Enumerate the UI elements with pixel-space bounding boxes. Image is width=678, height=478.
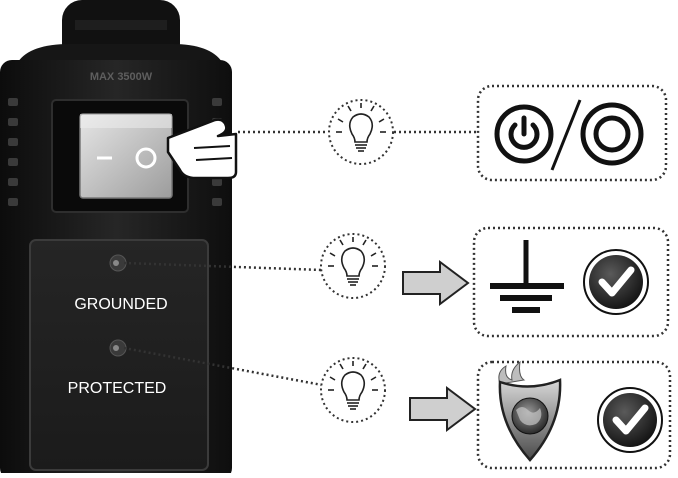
switch-off-mark [135, 147, 157, 169]
arrow-right-icon [409, 386, 477, 432]
light-bulb-icon [328, 99, 394, 165]
power-standby-icon [494, 104, 554, 164]
check-mark-icon [597, 387, 663, 453]
rocker-switch[interactable] [79, 113, 173, 199]
grounded-label: GROUNDED [74, 296, 167, 313]
pointing-hand-icon [166, 118, 238, 180]
shield-globe-icon [498, 360, 562, 462]
ground-symbol-icon [490, 240, 564, 313]
connector-protected [123, 346, 323, 387]
surge-protector-device [0, 0, 232, 478]
light-bulb-icon [320, 357, 386, 423]
rating-label: MAX 3500W [90, 71, 153, 83]
slash-divider [550, 99, 582, 171]
power-off-icon [580, 102, 644, 166]
check-mark-icon [583, 249, 649, 315]
light-bulb-icon [320, 233, 386, 299]
connector-grounded [123, 261, 323, 272]
connector-lines [123, 130, 478, 387]
protected-label: PROTECTED [68, 380, 167, 397]
arrow-right-icon [402, 260, 470, 306]
